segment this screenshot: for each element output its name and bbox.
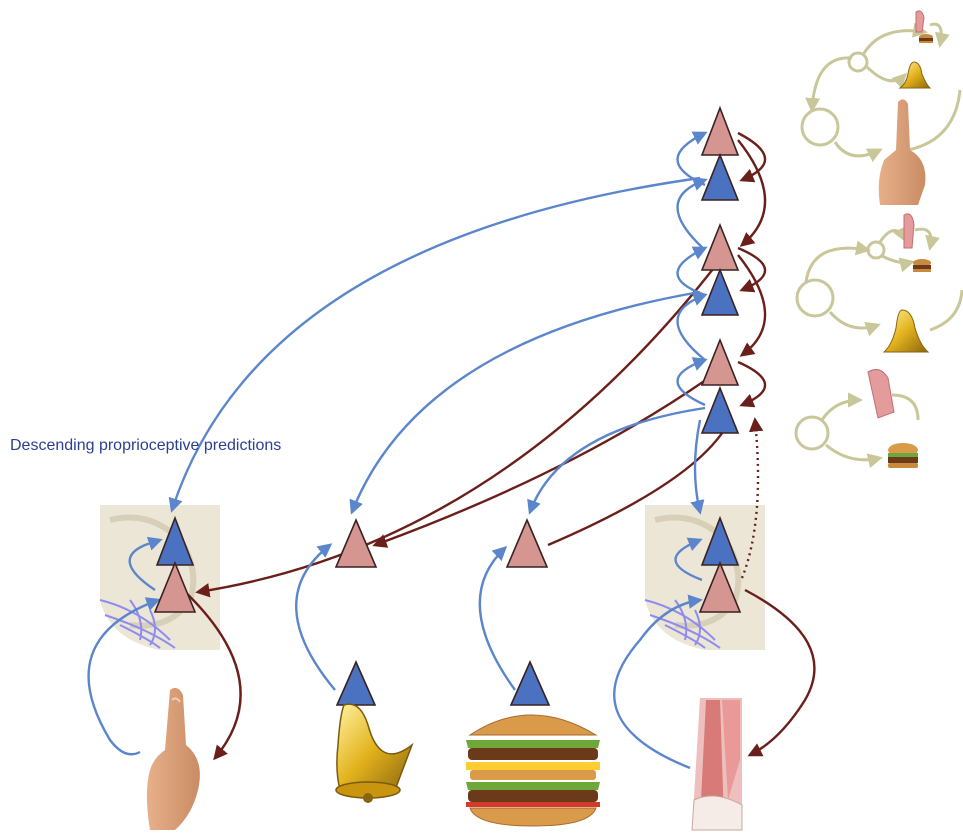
hamburger-icon [466,714,600,827]
muscle-icon-inset-2 [903,213,915,249]
error-unit-muscle [698,560,742,613]
muscle-icon [691,698,743,831]
prediction-unit-bell-input [335,660,377,706]
prediction-unit-burger-input [509,660,551,706]
prediction-unit-level-2 [700,267,740,316]
bell-icon-inset-1 [898,61,932,89]
pointing-finger-icon [146,687,200,830]
hamburger-icon-inset-3 [888,443,918,468]
error-unit-level-1 [700,105,740,156]
muscle-icon-inset-1 [915,10,925,33]
descending-predictions-caption: Descending proprioceptive predictions [10,437,282,454]
hamburger-icon-inset-1 [919,34,933,43]
inset-graph-bottom [794,392,920,469]
ascending-arrows [87,131,708,770]
error-unit-burger [505,517,549,568]
bell-icon-inset-2 [882,309,930,353]
inset-graph-top [800,22,962,163]
brain-icon-left [99,505,220,650]
error-unit-level-3 [700,337,740,386]
hamburger-icon-inset-2 [913,259,931,272]
pointing-finger-icon-inset [878,99,926,205]
hierarchy-nodes [153,105,742,706]
bell-icon [335,703,414,803]
muscle-icon-inset-3 [867,369,895,419]
prediction-unit-level-3 [700,385,740,434]
brain-icon-right [644,505,765,650]
error-unit-level-2 [700,222,740,271]
error-unit-finger [153,560,197,613]
descending-arrows [179,131,816,761]
prediction-unit-level-1 [700,152,740,201]
error-unit-bell [334,517,378,568]
inset-graph-middle [795,225,963,337]
